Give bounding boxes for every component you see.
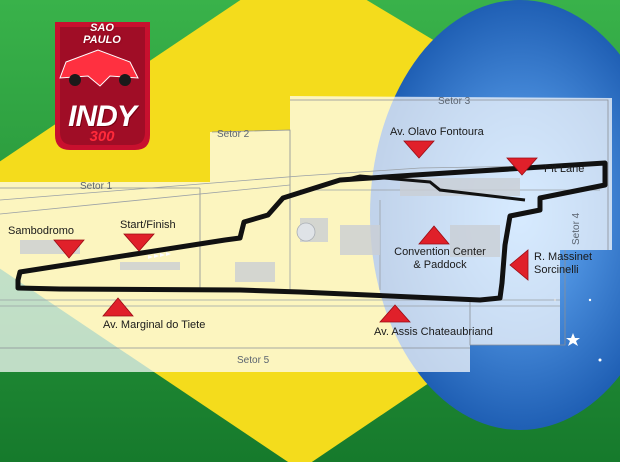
sector-2-label: Setor 2 bbox=[217, 129, 250, 140]
olavo-label: Av. Olavo Fontoura bbox=[390, 126, 484, 138]
sambodromo-marker-icon bbox=[53, 239, 85, 259]
roundabout bbox=[296, 222, 316, 242]
olavo-marker-icon bbox=[403, 140, 435, 159]
sector-boxes bbox=[0, 99, 609, 349]
convention-center-label: Convention Center & Paddock bbox=[385, 246, 495, 271]
start-finish-chevrons bbox=[148, 252, 171, 259]
logo-line-300: 300 bbox=[89, 128, 115, 145]
convention-center-marker-icon bbox=[418, 225, 450, 245]
pit-lane-label: Pit Lane bbox=[544, 163, 585, 175]
logo-line-sao: SAO bbox=[90, 22, 114, 34]
massinet-line-2: Sorcinelli bbox=[534, 263, 579, 276]
indy-logo-icon bbox=[55, 22, 150, 150]
sector-1-label: Setor 1 bbox=[80, 181, 113, 192]
race-track bbox=[15, 160, 608, 303]
marginal-label: Av. Marginal do Tiete bbox=[103, 319, 206, 331]
sector-5-label: Setor 5 bbox=[237, 355, 270, 366]
pit-lane-track bbox=[339, 174, 526, 202]
massinet-line-1: R. Massinet bbox=[534, 251, 593, 263]
sector-3-label: Setor 3 bbox=[438, 96, 471, 107]
convention-center-line-2: & Paddock bbox=[413, 258, 467, 271]
marginal-marker-icon bbox=[102, 297, 134, 317]
start-finish-label: Start/Finish bbox=[120, 219, 176, 231]
sector-4-label: Setor 4 bbox=[571, 212, 582, 245]
convention-center-line-1: Convention Center bbox=[394, 246, 486, 258]
logo-line-paulo: PAULO bbox=[83, 34, 121, 46]
sambodromo-label: Sambodromo bbox=[8, 225, 75, 237]
assis-marker-icon bbox=[379, 304, 411, 323]
massinet-label: R. Massinet Sorcinelli bbox=[534, 251, 592, 276]
massinet-marker-icon bbox=[509, 249, 529, 281]
start-finish-marker-icon bbox=[123, 233, 155, 252]
assis-label: Av. Assis Chateaubriand bbox=[374, 326, 493, 338]
logo: SAO PAULO INDY 300 bbox=[52, 18, 152, 150]
logo-line-indy: INDY bbox=[68, 100, 137, 133]
pit-lane-marker-icon bbox=[506, 157, 538, 176]
